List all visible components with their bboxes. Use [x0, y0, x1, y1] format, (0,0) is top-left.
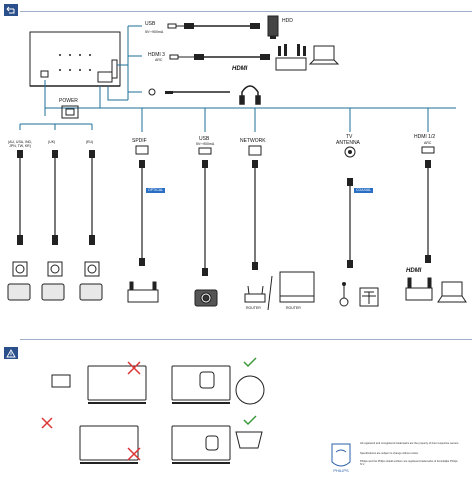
- plug-label-au: (AU, USA, IND, JPN, TW, KR): [7, 140, 33, 148]
- hdmi12-label: HDMI 1/2: [414, 134, 436, 140]
- usb-spec-label: 5V⎓900mA: [145, 30, 164, 34]
- spdif-label: SPDIF: [132, 138, 147, 144]
- fine-print-2: Specifications are subject to change wit…: [360, 452, 419, 455]
- wall-outlets: [12, 261, 100, 277]
- tv-rear-panel: [29, 31, 121, 87]
- wipe-clean-icon: [171, 357, 265, 405]
- plug-label-eu: (EU): [86, 140, 94, 144]
- back-arrow-icon: [6, 6, 15, 14]
- hdmi-soundbar-icon: [405, 277, 433, 301]
- warning-icon: [6, 348, 16, 357]
- hdmi3-label: HDMI 3: [148, 52, 165, 58]
- usb-lower-spec: 5V⎓900mA: [196, 142, 215, 146]
- care-section-badge: [4, 347, 18, 359]
- section-divider-top: [20, 11, 472, 12]
- tv-label: TV: [346, 134, 353, 140]
- antenna-port-icon: [344, 146, 356, 158]
- hdmi3-sub-label: ARC: [155, 58, 163, 62]
- power-cables: [19, 154, 93, 235]
- camera-icon: [194, 289, 218, 307]
- power-socket-icon: [61, 105, 79, 119]
- hdmi-laptop-icon: [437, 281, 467, 303]
- tv-port-block-main: [97, 71, 113, 83]
- router-icon: [244, 275, 273, 311]
- hdd-icon: [267, 15, 279, 39]
- section-divider-mid: [20, 339, 472, 340]
- usb-port-icon: [167, 23, 177, 29]
- unplug-warning: [51, 361, 147, 404]
- power-label: POWER: [59, 98, 78, 104]
- hdd-label: HDD: [282, 18, 293, 24]
- lower-cables: [141, 160, 429, 275]
- tv-port-block-power: [40, 70, 49, 78]
- vesa-holes: [59, 54, 91, 71]
- philips-wordmark: PHILIPS: [333, 468, 349, 473]
- laptop-icon: [308, 45, 340, 65]
- connection-section-badge: [4, 4, 18, 16]
- antenna-icon: [339, 282, 349, 307]
- antenna-label: ANTENNA: [336, 140, 360, 146]
- dry-cloth-icon: [171, 415, 263, 464]
- fine-print-1: All registered and unregistered trademar…: [360, 442, 460, 445]
- hdmi-logo-bottom: HDMI: [406, 268, 422, 274]
- tv-port-block-side: [111, 59, 118, 79]
- network-label: NETWORK: [240, 138, 266, 144]
- philips-shield-logo: [331, 443, 351, 467]
- hdmi-logo-top: HDMI: [232, 66, 248, 72]
- headphone-jack-icon: [148, 88, 156, 96]
- plug-label-uk: (UK): [48, 140, 56, 144]
- router-label-1: ROUTER: [246, 306, 261, 310]
- optical-tag: OPTICAL: [146, 188, 165, 193]
- no-spray-warning: [41, 417, 141, 464]
- usb-label: USB: [145, 21, 156, 27]
- outdoor-antenna-icon: [359, 287, 379, 307]
- hdmi-lower-port-icon: [421, 146, 435, 154]
- network-port-icon: [248, 145, 262, 156]
- usb-lower-port-icon: [198, 147, 212, 155]
- soundbar-icon: [275, 44, 307, 71]
- router-label-2: ROUTER: [286, 306, 301, 310]
- usb-lower-label: USB: [199, 136, 210, 142]
- spdif-port-icon: [135, 145, 149, 155]
- coaxial-tag: COAXIAL: [354, 188, 374, 193]
- plug-hand-icons: [7, 283, 103, 301]
- audio-system-icon: [127, 281, 159, 303]
- headphones-icon: [239, 85, 261, 105]
- fine-print-3: Philips and the Philips shield emblem ar…: [360, 460, 458, 467]
- hdmi12-sub-label: ARC: [424, 141, 432, 145]
- wireless-router-icon: [279, 271, 315, 303]
